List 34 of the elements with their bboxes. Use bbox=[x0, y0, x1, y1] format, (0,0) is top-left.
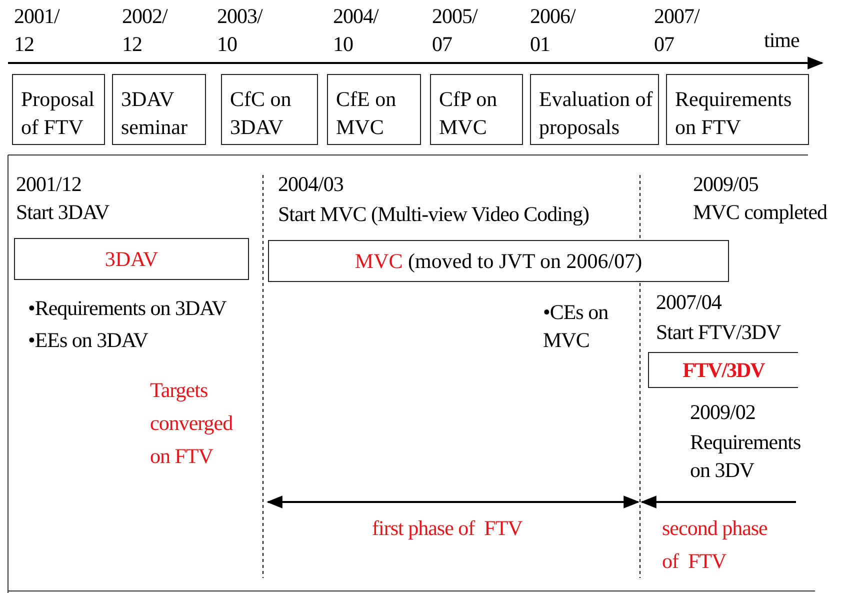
bullet-text: •EEs on 3DAV bbox=[28, 327, 148, 354]
milestone-box: Requirements on FTV bbox=[666, 74, 809, 145]
date-label: 2002/ 12 bbox=[122, 3, 169, 58]
date-label: 2005/ 07 bbox=[432, 3, 479, 58]
milestone-box: Proposal of FTV bbox=[12, 74, 105, 145]
milestone-box: Evaluation of proposals bbox=[530, 74, 659, 145]
event-label: Start FTV/3DV bbox=[656, 319, 781, 346]
date-label: 2001/ 12 bbox=[14, 3, 61, 58]
phase-note: Targets converged on FTV bbox=[150, 377, 234, 470]
date-label: 2009/02 bbox=[690, 399, 756, 426]
phase-label: first phase of FTV bbox=[372, 515, 522, 542]
bullet-text: •CEs on MVC bbox=[543, 299, 610, 354]
activity-bar: MVC (moved to JVT on 2006/07) bbox=[268, 240, 729, 282]
activity-bar: 3DAV bbox=[14, 238, 249, 280]
milestone-box: CfE on MVC bbox=[327, 74, 421, 145]
date-label: 2004/ 10 bbox=[333, 3, 380, 58]
event-label: MVC completed bbox=[693, 199, 828, 226]
bullet-text: •Requirements on 3DAV bbox=[28, 295, 226, 322]
activity-bar: FTV/3DV bbox=[648, 352, 798, 388]
date-label: 2009/05 bbox=[693, 171, 758, 198]
milestone-box: CfC on 3DAV bbox=[221, 74, 318, 145]
event-label: Requirements on 3DV bbox=[690, 429, 802, 484]
event-label: Start MVC (Multi-view Video Coding) bbox=[278, 201, 590, 228]
axis-label: time bbox=[764, 27, 800, 54]
date-label: 2007/ 07 bbox=[654, 3, 701, 58]
phase-label: second phase of FTV bbox=[662, 515, 768, 575]
date-label: 2003/ 10 bbox=[217, 3, 264, 58]
milestone-box: CfP on MVC bbox=[430, 74, 523, 145]
milestone-box: 3DAV seminar bbox=[112, 74, 206, 145]
date-label: 2001/12 bbox=[16, 171, 82, 198]
date-label: 2007/04 bbox=[656, 289, 722, 316]
date-label: 2004/03 bbox=[278, 171, 344, 198]
event-label: Start 3DAV bbox=[16, 199, 110, 226]
date-label: 2006/ 01 bbox=[530, 3, 577, 58]
